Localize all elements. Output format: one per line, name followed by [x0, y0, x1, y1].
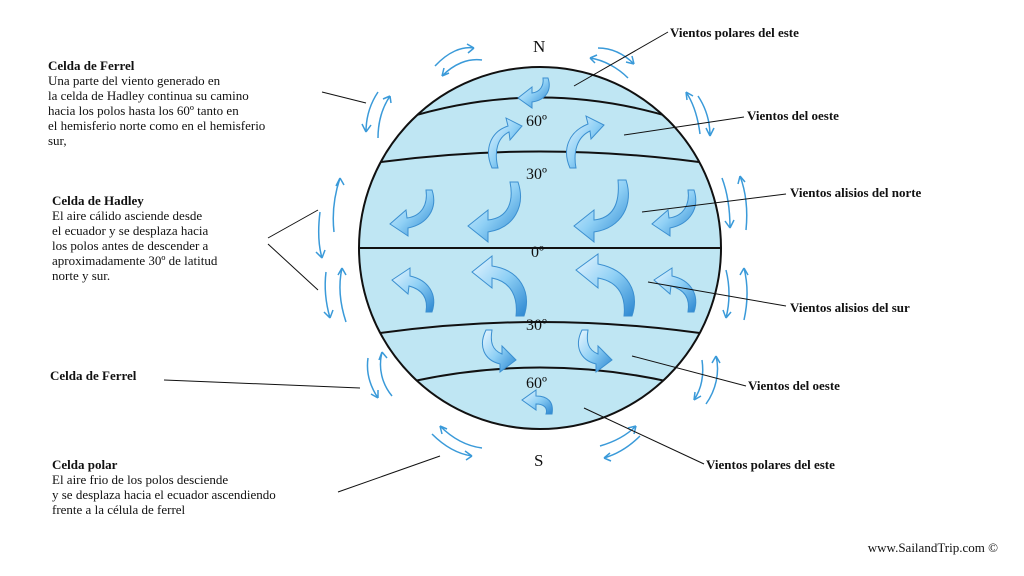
south-pole-label: S	[534, 451, 543, 470]
label-se-trade-winds: Vientos alisios del sur	[790, 300, 910, 315]
curved-wind-arrow	[578, 329, 613, 373]
cell-loop-arrow	[693, 355, 721, 405]
curved-wind-arrow	[566, 115, 605, 169]
cell-loop-arrow	[323, 267, 347, 323]
label-westerlies-south: Vientos del oeste	[748, 378, 840, 393]
curved-wind-arrow	[517, 77, 550, 109]
cell-loop-arrow	[431, 425, 483, 461]
cell-loop-arrow	[366, 351, 393, 399]
curved-wind-arrow	[488, 117, 523, 169]
annotation-text: El aire frio de los polos desciende y se…	[52, 472, 276, 517]
annotation-title: Celda de Ferrel	[48, 58, 135, 73]
latitude-label: 60º	[526, 375, 547, 392]
cell-loop-arrow	[722, 267, 749, 321]
annotation-text: Una parte del viento generado en la celd…	[48, 73, 266, 148]
latitude-lines	[359, 96, 721, 384]
curved-wind-arrow	[653, 267, 697, 313]
label-polar-easterlies-north: Vientos polares del este	[670, 25, 799, 40]
annotation-title: Celda polar	[52, 457, 118, 472]
curved-wind-arrow	[575, 253, 635, 317]
wind-arrows	[389, 77, 697, 415]
curved-wind-arrow	[573, 179, 629, 244]
label-ne-trade-winds: Vientos alisios del norte	[790, 185, 922, 200]
cell-loop-arrow	[685, 91, 715, 137]
curved-wind-arrow	[482, 329, 517, 373]
cell-loop-arrow	[434, 43, 483, 77]
annotation-title: Celda de Hadley	[52, 193, 144, 208]
latitude-label: 30º	[526, 166, 547, 183]
label-polar-easterlies-south: Vientos polares del este	[706, 457, 835, 472]
annotation-ferrel-south: Celda de Ferrel	[50, 368, 170, 383]
cell-loop-arrow	[361, 91, 392, 139]
cell-loop-arrow	[599, 425, 641, 462]
annotation-title: Celda de Ferrel	[50, 368, 137, 383]
curved-wind-arrow	[471, 254, 527, 317]
annotation-ferrel-north: Celda de Ferrel Una parte del viento gen…	[48, 58, 348, 148]
label-westerlies-north: Vientos del oeste	[747, 108, 839, 123]
circulation-cell-arrows	[315, 43, 749, 462]
leader-lines	[163, 31, 787, 493]
annotation-text: El aire cálido asciende desde el ecuador…	[52, 208, 218, 283]
curved-wind-arrow	[389, 189, 435, 237]
footer-credit: www.SailandTrip.com ©	[867, 540, 998, 555]
north-pole-label: N	[533, 37, 545, 56]
latitude-label: 30º	[526, 317, 547, 334]
curved-wind-arrow	[467, 181, 521, 244]
cell-loop-arrow	[721, 175, 748, 231]
annotation-polar: Celda polar El aire frio de los polos de…	[52, 457, 352, 517]
latitude-label: 0º	[531, 244, 544, 261]
annotation-hadley: Celda de Hadley El aire cálido asciende …	[52, 193, 282, 283]
curved-wind-arrow	[521, 389, 553, 415]
latitude-label: 60º	[526, 113, 547, 130]
curved-wind-arrow	[391, 267, 435, 313]
cell-loop-arrow	[315, 177, 345, 259]
curved-wind-arrow	[651, 189, 697, 237]
